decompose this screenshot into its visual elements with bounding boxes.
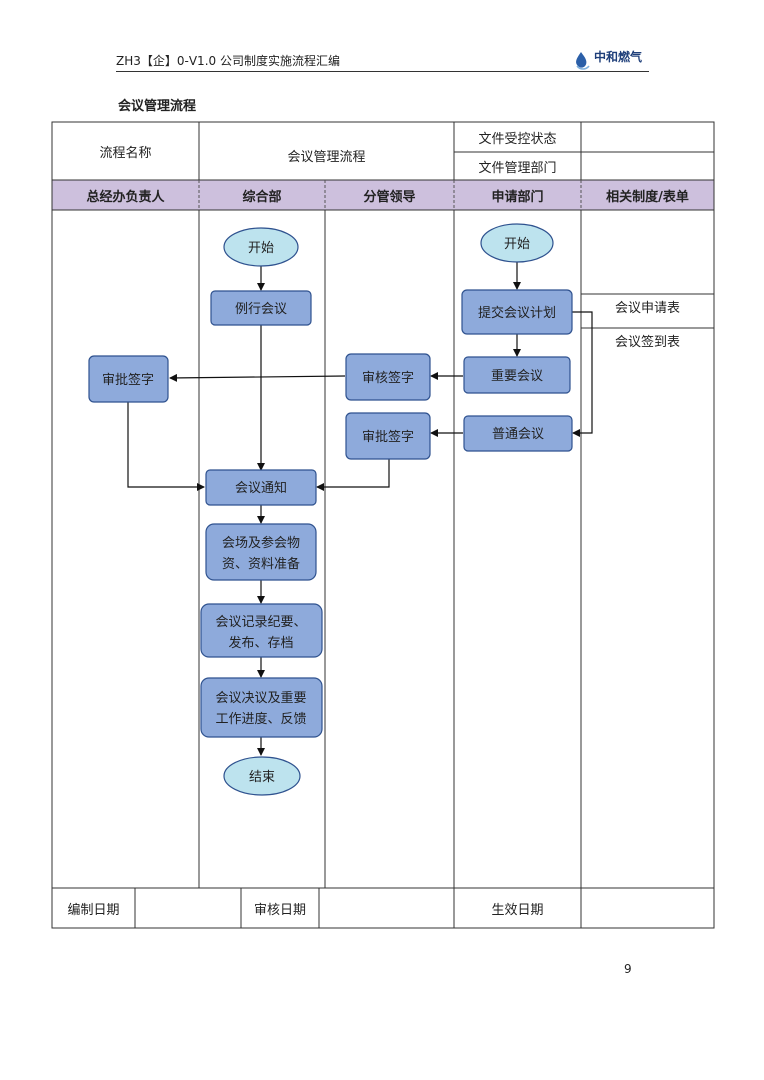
company-logo-text: 中和燃气 (594, 50, 643, 64)
approve-sign-gm-label: 审批签字 (102, 372, 154, 388)
managing-dept-label: 文件管理部门 (478, 160, 557, 176)
edge-review-to-gm (169, 373, 346, 382)
approve-sign-gm-box (88, 355, 169, 403)
venue-prep-label-line1: 会场及参会物 (222, 535, 300, 551)
submit-plan-box (461, 289, 573, 335)
lane-header-admin: 综合部 (242, 189, 282, 205)
end-label: 结束 (249, 770, 275, 785)
meeting-record-label-line2: 发布、存档 (228, 635, 293, 651)
lane-header-applicant: 申请部门 (491, 189, 544, 205)
resolution-feedback-label-line2: 工作进度、反馈 (215, 711, 306, 727)
page-number: 9 (624, 962, 632, 976)
effective-date-label: 生效日期 (491, 902, 544, 918)
start-terminal-applicant (480, 223, 554, 263)
meeting-notice-label: 会议通知 (235, 480, 287, 496)
lane-header-leader: 分管领导 (363, 189, 416, 205)
edge-leader-to-notice (316, 459, 390, 491)
resolution-feedback-label-line1: 会议决议及重要 (215, 690, 306, 706)
submit-plan-label: 提交会议计划 (478, 305, 556, 321)
edge-gm-to-notice (127, 402, 205, 491)
lane-header-forms: 相关制度/表单 (606, 189, 689, 205)
lane-header-gm: 总经办负责人 (86, 189, 165, 205)
review-sign-box (345, 353, 431, 401)
review-date-value (319, 888, 454, 928)
control-status-value (581, 122, 714, 152)
managing-dept-value (581, 152, 714, 180)
lane-header-band (52, 180, 714, 210)
compile-date-value (135, 888, 241, 928)
effective-date-value (581, 888, 714, 928)
form-meeting-signin: 会议签到表 (614, 334, 680, 350)
approve-sign-leader-label: 审批签字 (362, 429, 414, 445)
form-meeting-application: 会议申请表 (614, 300, 680, 316)
resolution-feedback-box (200, 677, 323, 738)
control-status-label: 文件受控状态 (478, 131, 557, 147)
meeting-record-label-line1: 会议记录纪要、 (215, 615, 306, 630)
document-code: ZH3【企】0-V1.0 公司制度实施流程汇编 (116, 54, 340, 68)
start-label-admin: 开始 (248, 241, 274, 256)
section-title: 会议管理流程 (118, 99, 197, 114)
venue-prep-box (205, 523, 317, 581)
routine-meeting-box (210, 290, 312, 326)
process-name-label: 流程名称 (99, 145, 152, 161)
normal-meeting-box (463, 415, 573, 452)
approve-sign-leader-box (345, 412, 431, 460)
review-sign-label: 审核签字 (362, 370, 414, 386)
end-terminal (223, 756, 301, 796)
table-frame (51, 121, 715, 929)
header-divider (116, 71, 649, 72)
important-meeting-label: 重要会议 (491, 368, 543, 384)
normal-meeting-label: 普通会议 (492, 427, 544, 442)
meeting-record-box (200, 603, 323, 658)
start-terminal-admin (223, 227, 299, 267)
meeting-notice-box (205, 469, 317, 506)
routine-meeting-label: 例行会议 (235, 302, 287, 317)
edge-submit-to-normal (572, 311, 593, 437)
process-name-value: 会议管理流程 (287, 149, 366, 165)
review-date-label: 审核日期 (253, 902, 306, 918)
important-meeting-box (463, 356, 571, 394)
compile-date-label: 编制日期 (67, 902, 120, 918)
start-label-applicant: 开始 (504, 237, 530, 252)
venue-prep-label-line2: 资、资料准备 (222, 556, 300, 572)
